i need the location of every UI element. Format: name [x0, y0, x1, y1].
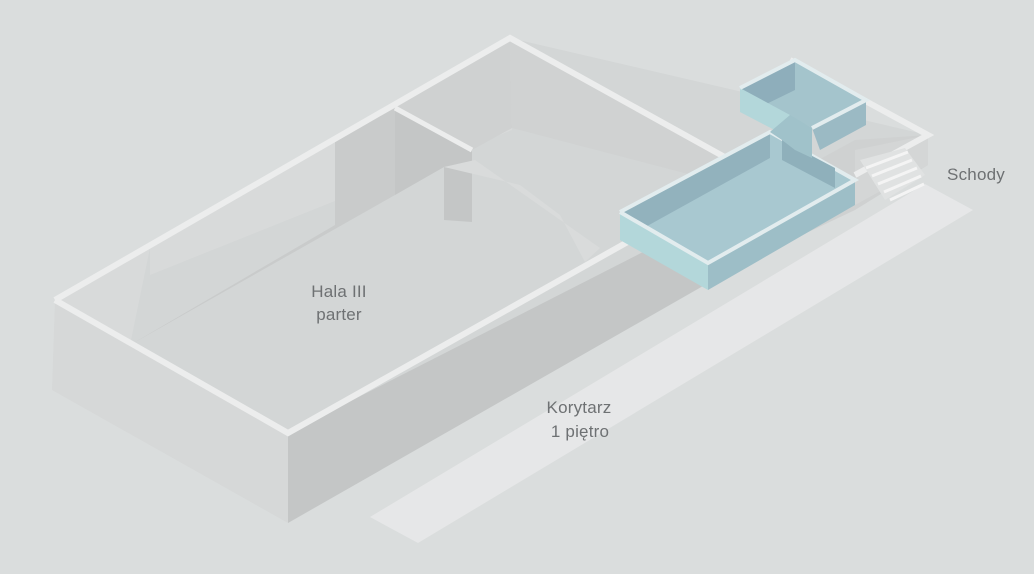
highlight-room-large-rim: [618, 129, 860, 266]
highlight-room-large-front: [620, 212, 708, 290]
highlight-divider: [782, 140, 835, 188]
back-wall-right-face: [510, 40, 730, 185]
hall-label-line1: Hala III: [311, 282, 366, 301]
highlight-room-large-right: [708, 180, 855, 290]
outer-wall-top: [53, 34, 732, 303]
partition-wall: [395, 108, 472, 222]
highlight-room-small-front: [740, 88, 790, 138]
back-wall-inner-left: [130, 108, 395, 345]
hall-label-line2: parter: [316, 305, 362, 324]
corridor-label-line2: 1 piętro: [551, 422, 609, 441]
partition-floor-arc: [444, 160, 600, 262]
highlighted-rooms[interactable]: [618, 57, 871, 290]
stairs-label: Schody: [947, 165, 1005, 184]
stairs[interactable]: [860, 148, 925, 202]
left-end-wall: [52, 300, 288, 523]
inner-wall-top: [393, 105, 474, 153]
corridor-label-line1: Korytarz: [547, 398, 612, 417]
highlight-room-small-rim: [739, 57, 871, 130]
front-wall-top: [53, 232, 642, 437]
front-wall-outer: [288, 200, 745, 523]
highlight-room-small-right: [812, 100, 866, 150]
corridor-strip[interactable]: [370, 184, 973, 543]
highlight-room-large-back: [620, 132, 770, 230]
building-floor: [55, 38, 928, 433]
highlight-connector: [770, 115, 812, 158]
